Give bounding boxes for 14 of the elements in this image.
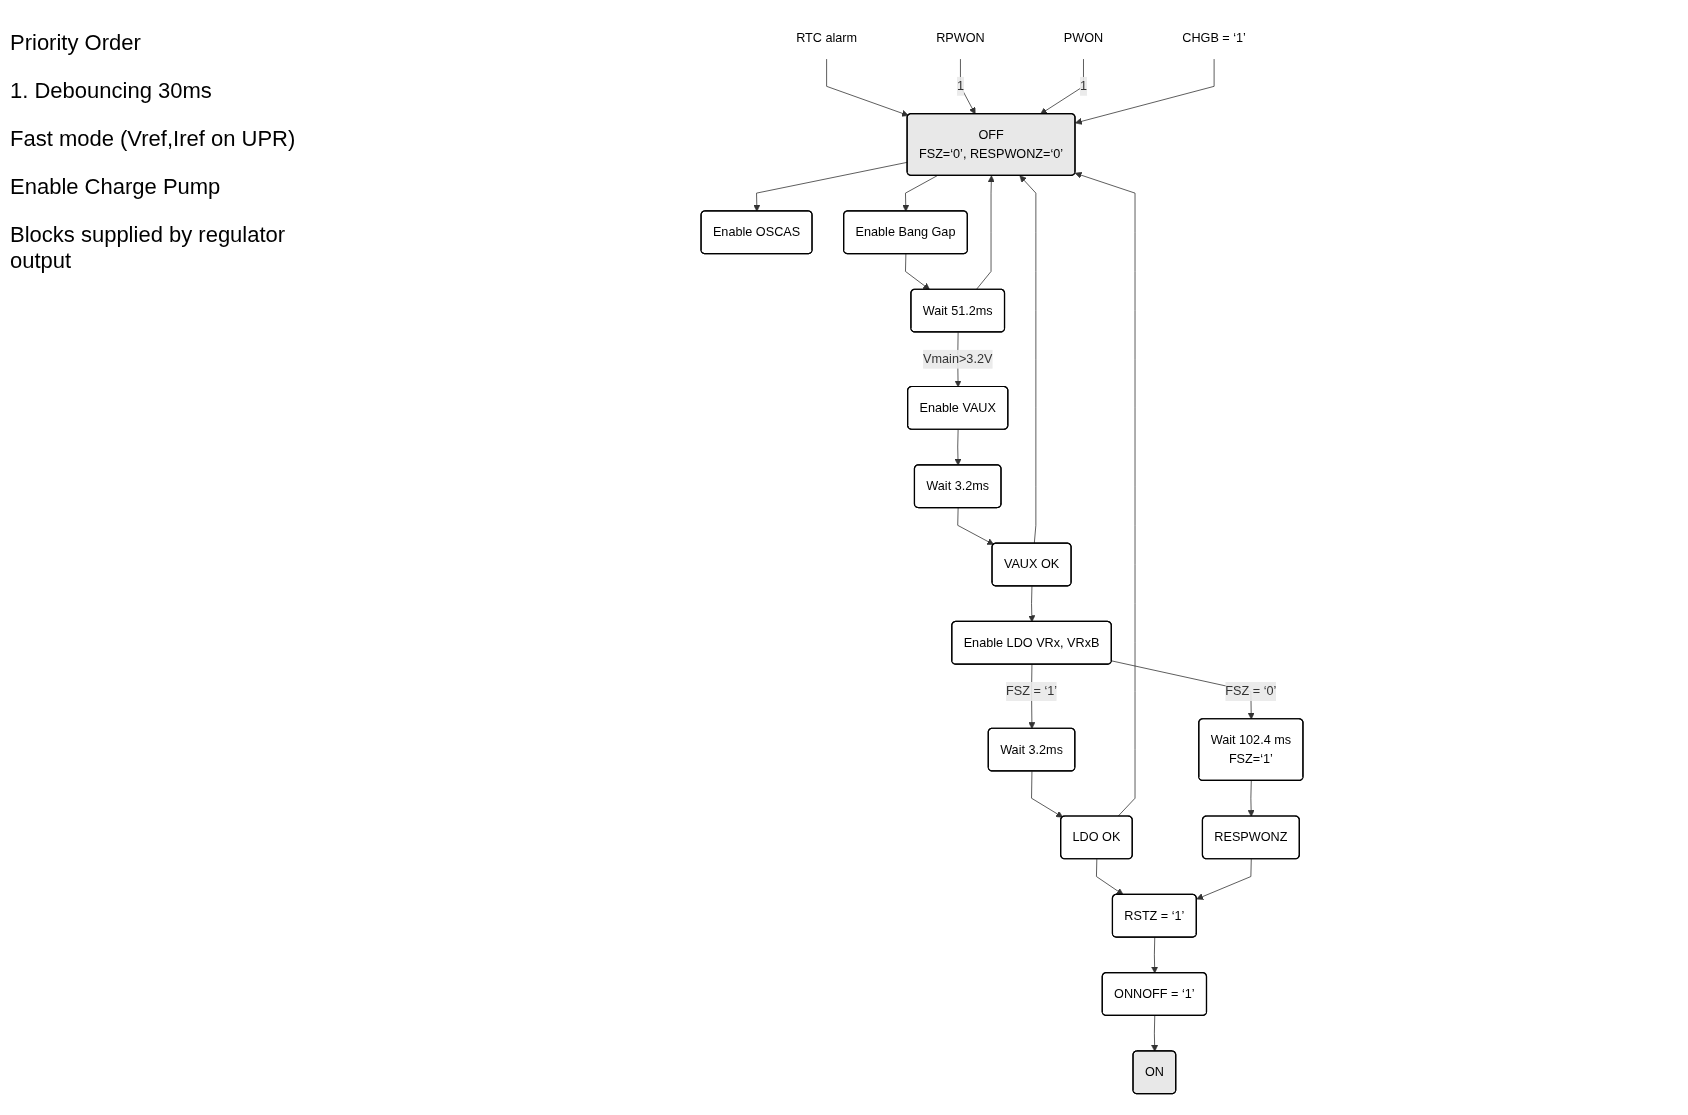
note-text: Enable Charge Pump (10, 174, 222, 200)
edge-label: FSZ = ‘1’ (1006, 684, 1058, 698)
note-text: Priority Order (10, 30, 142, 56)
edge-label: 1 (1079, 79, 1088, 93)
note-text: Blocks supplied by regulator output (10, 222, 287, 274)
edge-label: FSZ = ‘0’ (1225, 684, 1277, 698)
node-text: PWON (1063, 30, 1104, 45)
note-text: 1. Debouncing 30ms (10, 78, 213, 104)
node-text: RPWON (936, 30, 985, 45)
node-text: RTC alarm (796, 30, 858, 45)
node-text: CHGB = ‘1’ (1182, 30, 1246, 45)
note-text: Fast mode (Vref,Iref on UPR) (10, 126, 297, 152)
edge-label: Vmain>3.2V (923, 352, 993, 366)
edge-label: 1 (956, 79, 964, 93)
